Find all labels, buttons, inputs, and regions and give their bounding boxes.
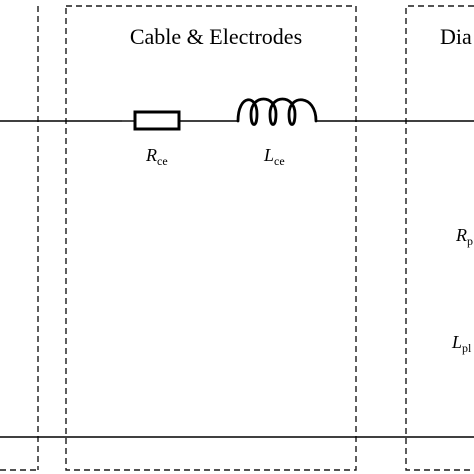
inductor-ce xyxy=(236,97,318,126)
cable-electrodes-box xyxy=(65,5,357,471)
inductor-right-label: Lpl xyxy=(451,332,472,355)
resistor-ce xyxy=(133,110,181,131)
top-conductor xyxy=(0,97,474,131)
right-block-box xyxy=(405,5,474,471)
right-block: Dia xyxy=(405,5,474,471)
inductor-ce-label: Lce xyxy=(263,145,285,168)
cable-electrodes-title: Cable & Electrodes xyxy=(130,24,302,49)
left-block xyxy=(0,6,39,471)
cable-electrodes-block: Cable & Electrodes xyxy=(65,5,357,471)
right-block-title: Dia xyxy=(440,24,472,49)
resistor-ce-label: Rce xyxy=(145,145,168,168)
resistor-right-label: Rp xyxy=(455,225,473,248)
